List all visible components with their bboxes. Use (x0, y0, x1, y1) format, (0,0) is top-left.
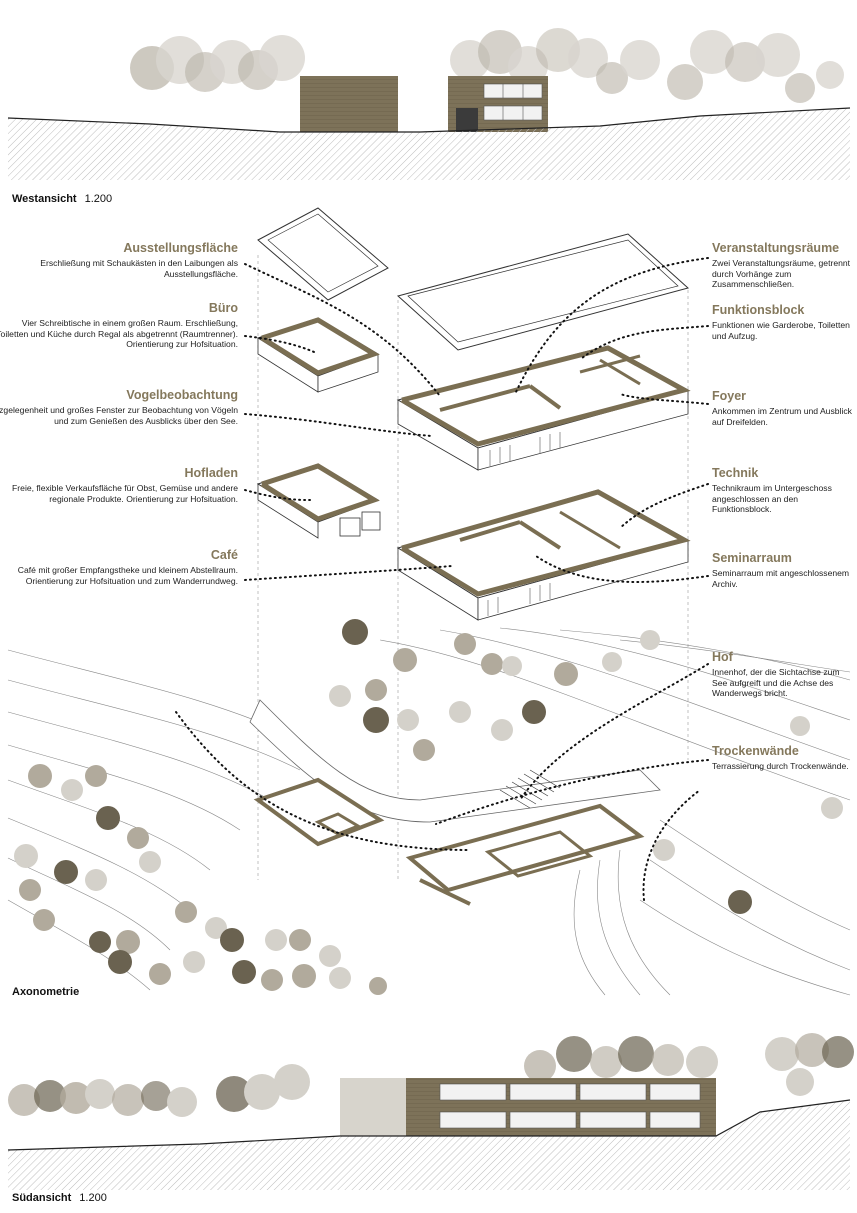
west-section-title: Westansicht 1.200 (12, 193, 112, 205)
south-trees (8, 1033, 854, 1117)
site-footprint-small (253, 777, 385, 847)
annotation-title: Technik (712, 466, 759, 480)
annotation-title: Veranstaltungsräume (712, 241, 840, 255)
west-building-left (300, 76, 398, 132)
south-ground (8, 1100, 850, 1190)
annotation-title: Seminarraum (712, 551, 792, 565)
annotation-desc: Ankommen im Zentrum und Ausblick auf Dre… (712, 406, 852, 427)
annotation-ausstellungsflaeche: Ausstellungsfläche Erschließung mit Scha… (0, 241, 238, 279)
annotation-title: Vogelbeobachtung (126, 388, 238, 402)
site-footprint-large (405, 803, 645, 906)
annotation-desc: Erschließung mit Schaukästen in den Laib… (40, 258, 238, 279)
site-trees (14, 619, 843, 995)
annotation-title: Café (210, 548, 238, 562)
roof-small (257, 207, 389, 301)
annotation-title: Hofladen (184, 466, 238, 480)
upper-large-block (396, 345, 691, 471)
annotation-desc: Vier Schreibtische in einem großen Raum.… (0, 318, 238, 350)
hiking-path (249, 699, 661, 823)
axo-section-title: Axonometrie (12, 986, 79, 998)
annotation-desc: Funktionen wie Garderobe, Toiletten und … (712, 320, 850, 341)
annotation-title: Foyer (712, 389, 747, 403)
annotation-veranstaltungsraeume: Veranstaltungsräume Zwei Veranstaltungsr… (712, 241, 852, 290)
annotation-title: Hof (712, 650, 733, 664)
roof-large (396, 233, 690, 351)
annotation-title: Funktionsblock (712, 303, 805, 317)
annotation-leaders (175, 257, 709, 901)
annotation-hof: Hof Innenhof, der die Sichtachse zum See… (712, 650, 852, 699)
upper-small-block (256, 317, 380, 393)
annotation-vogelbeobachtung: Vogelbeobachtung Sitzgelegenheit und gro… (0, 388, 238, 426)
annotation-buero: Büro Vier Schreibtische in einem großen … (0, 301, 238, 350)
west-scale-text: 1.200 (84, 193, 113, 205)
south-scale-text: 1.200 (79, 1192, 107, 1204)
south-title-text: Südansicht (12, 1192, 72, 1204)
annotation-desc: Zwei Veranstaltungsräume, getrennt durch… (712, 258, 851, 290)
west-ground (8, 108, 850, 180)
west-trees (130, 28, 844, 103)
annotation-desc: Freie, flexible Verkaufsfläche für Obst,… (12, 483, 238, 504)
annotation-desc: Terrassierung durch Trockenwände. (712, 761, 849, 771)
annotation-seminarraum: Seminarraum Seminarraum mit angeschlosse… (712, 551, 852, 589)
annotation-trockenwaende: Trockenwände Terrassierung durch Trocken… (712, 744, 852, 772)
west-title-text: Westansicht (12, 193, 77, 205)
annotation-desc: Sitzgelegenheit und großes Fenster zur B… (0, 405, 238, 426)
axo-guides (257, 255, 689, 880)
annotation-title: Büro (208, 301, 238, 315)
annotation-foyer: Foyer Ankommen im Zentrum und Ausblick a… (712, 389, 852, 427)
ground-large-block (396, 489, 691, 621)
south-building-annex (340, 1078, 406, 1136)
annotation-cafe: Café Café mit großer Empfangstheke und k… (0, 548, 238, 586)
annotation-desc: Café mit großer Empfangstheke und kleine… (17, 565, 238, 586)
annotation-desc: Innenhof, der die Sichtachse zum See auf… (712, 667, 840, 699)
west-elevation (7, 28, 851, 180)
south-elevation (7, 1033, 854, 1190)
ground-small-block (256, 463, 381, 539)
annotation-hofladen: Hofladen Freie, flexible Verkaufsfläche … (0, 466, 238, 504)
annotation-technik: Technik Technikraum im Untergeschoss ang… (712, 466, 852, 515)
annotation-funktionsblock: Funktionsblock Funktionen wie Garderobe,… (712, 303, 852, 341)
south-section-title: Südansicht 1.200 (12, 1192, 107, 1204)
annotation-desc: Seminarraum mit angeschlossenem Archiv. (712, 568, 850, 589)
annotation-desc: Technikraum im Untergeschoss angeschloss… (712, 483, 832, 515)
annotation-title: Ausstellungsfläche (123, 241, 238, 255)
annotation-title: Trockenwände (712, 744, 799, 758)
axo-title-text: Axonometrie (12, 986, 80, 998)
